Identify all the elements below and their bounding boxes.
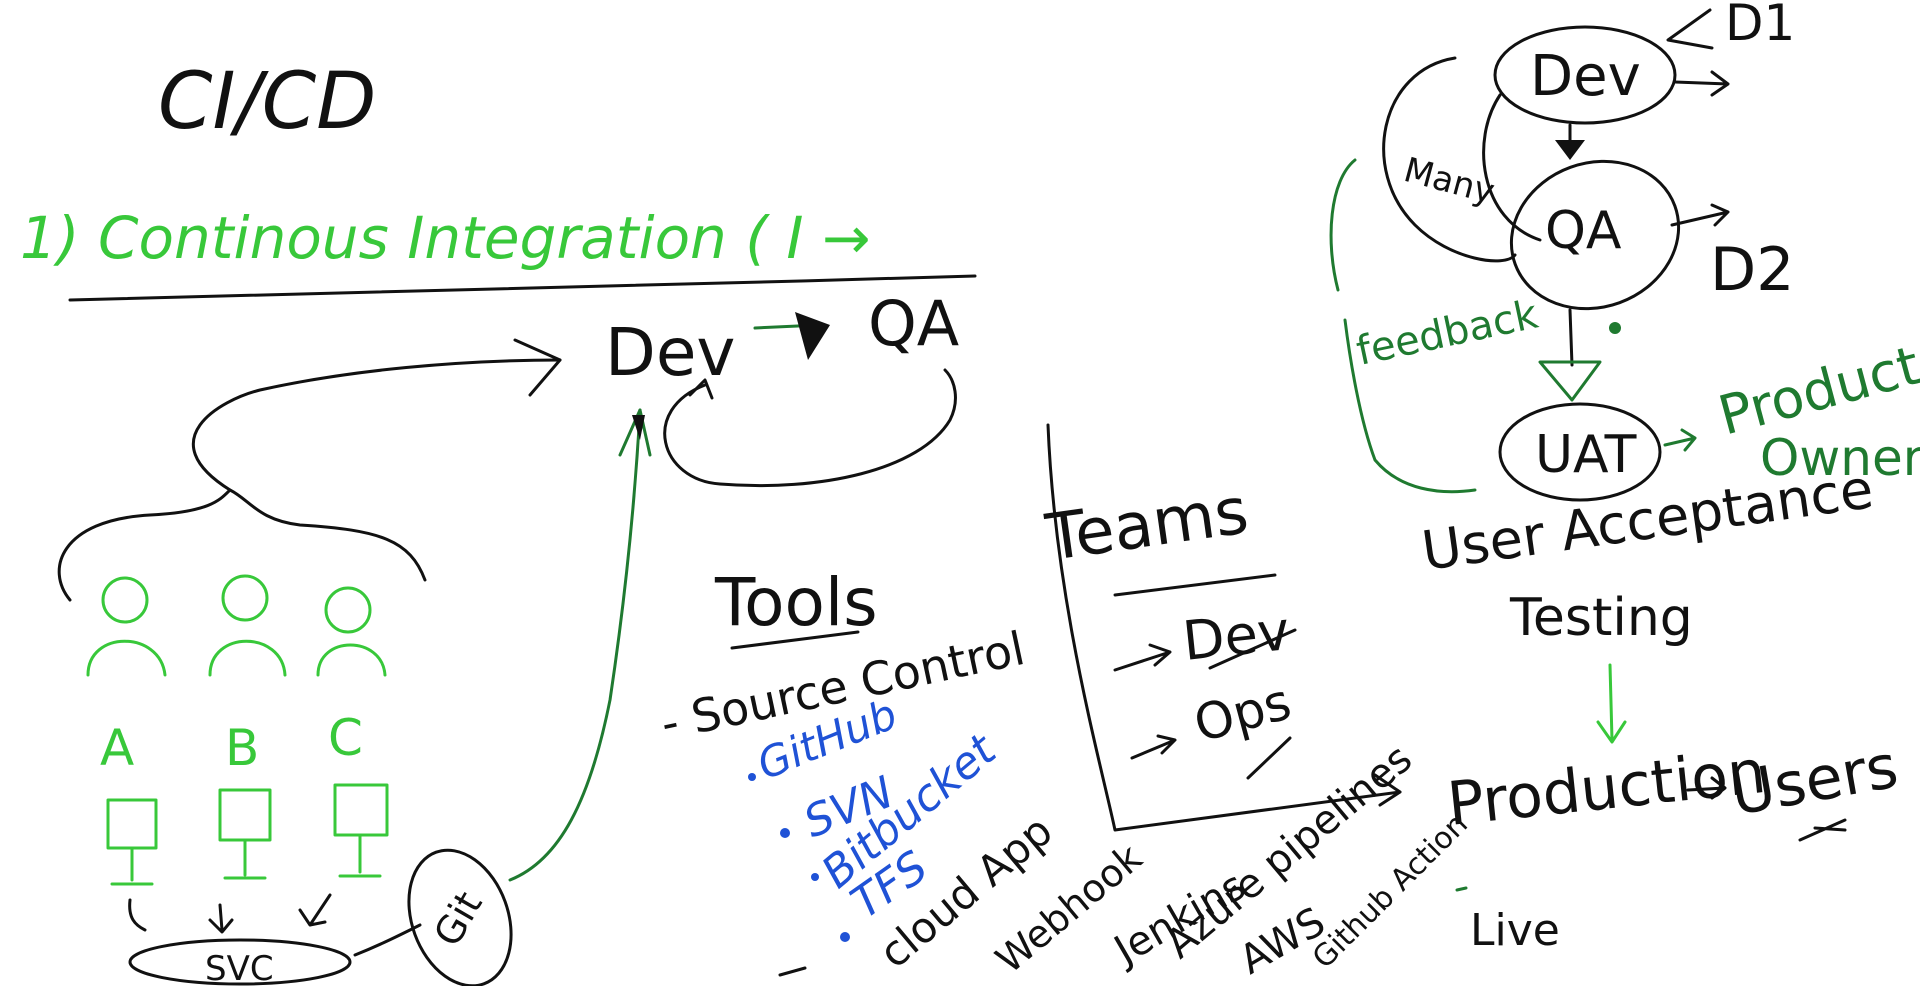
page-title: CI/CD	[158, 57, 376, 147]
uat-to-po-arrow	[1663, 428, 1697, 452]
feedback-label: feedback	[1353, 291, 1543, 374]
team-to-dev-arrow	[191, 358, 562, 492]
dash-mark	[778, 966, 807, 977]
teams-frame-arrowhead	[1373, 773, 1402, 807]
live-tick	[1455, 886, 1468, 892]
dev-to-d1-arrow	[1673, 70, 1730, 97]
bullet-dot	[748, 773, 756, 781]
dev-a-to-svc-arrow	[128, 898, 147, 932]
qa-to-d2-arrow	[1670, 203, 1730, 227]
team-to-dev-arrowhead	[513, 338, 562, 397]
d1-pointer	[1666, 8, 1714, 50]
left-qa-label: QA	[868, 287, 959, 360]
uat-oval	[1498, 402, 1662, 502]
teams-frame	[1046, 423, 1402, 832]
right-dev-oval	[1493, 25, 1677, 125]
teams-underline	[1113, 573, 1277, 597]
bullet-dot	[780, 828, 790, 838]
left-dev-label: Dev	[605, 314, 736, 391]
d2-label: D2	[1710, 235, 1794, 305]
uat-label: UAT	[1535, 425, 1637, 485]
d1-label: D1	[1725, 0, 1795, 52]
git-oval	[407, 848, 513, 986]
team-bracket	[57, 488, 427, 602]
many-loop-inner	[1482, 93, 1542, 242]
right-qa-label: QA	[1545, 201, 1622, 261]
dev-strike	[1208, 628, 1297, 670]
dev-c-to-svc-arrow	[298, 893, 332, 927]
users-mark	[1798, 818, 1847, 842]
developer-c: C	[316, 586, 389, 878]
developer-b: B	[208, 574, 287, 880]
ops-strike	[1246, 736, 1292, 780]
bullet-dot	[811, 873, 819, 881]
git-to-dev-arrow	[508, 408, 642, 882]
git-label: Git	[425, 884, 491, 954]
svc-to-git-arrow	[353, 923, 422, 957]
dev-to-qa-arrowhead	[795, 312, 830, 360]
right-qa-oval	[1509, 159, 1681, 311]
tools-underline	[730, 630, 860, 650]
feedback-loop-arrowhead	[688, 378, 714, 400]
uat-to-production-arrow	[1596, 663, 1627, 744]
qa-to-uat-arrowhead	[1538, 360, 1602, 402]
teams-arrow-ops	[1130, 734, 1177, 760]
teams-title: Teams	[1041, 474, 1253, 576]
dev-to-qa-down-arrowhead	[1555, 140, 1585, 160]
ci-heading: 1) Continous Integration ( I →	[20, 204, 870, 272]
teams-item-dev: Dev	[1180, 599, 1293, 673]
teams-item-ops: Ops	[1188, 672, 1297, 753]
feedback-brace	[1329, 158, 1477, 494]
right-dev-label: Dev	[1530, 44, 1641, 109]
svc-oval	[128, 938, 352, 986]
many-loop	[1382, 56, 1517, 263]
production-to-users-arrow	[1686, 776, 1727, 800]
dev-b-to-svc-arrow	[208, 903, 234, 934]
heading-underline	[68, 274, 977, 302]
qa-to-uat-line	[1568, 308, 1574, 367]
svc-label: SVC	[205, 949, 274, 986]
tools-title: Tools	[714, 564, 878, 641]
developer-label: C	[328, 709, 363, 767]
product-owner-label-2: Owner	[1760, 429, 1920, 487]
developer-label: B	[225, 719, 259, 777]
git-to-dev-arrowhead	[618, 408, 652, 457]
git-to-dev-arrowhead-fill	[632, 415, 645, 440]
uat-full-label-2: Testing	[1509, 588, 1693, 648]
live-label: Live	[1470, 905, 1560, 956]
teams-arrow-dev	[1113, 643, 1172, 672]
qa-dev-feedback-loop	[663, 368, 957, 488]
developer-a: A	[86, 576, 167, 886]
developer-label: A	[100, 719, 134, 777]
bullet-dot	[840, 932, 850, 942]
green-dot	[1609, 322, 1621, 334]
